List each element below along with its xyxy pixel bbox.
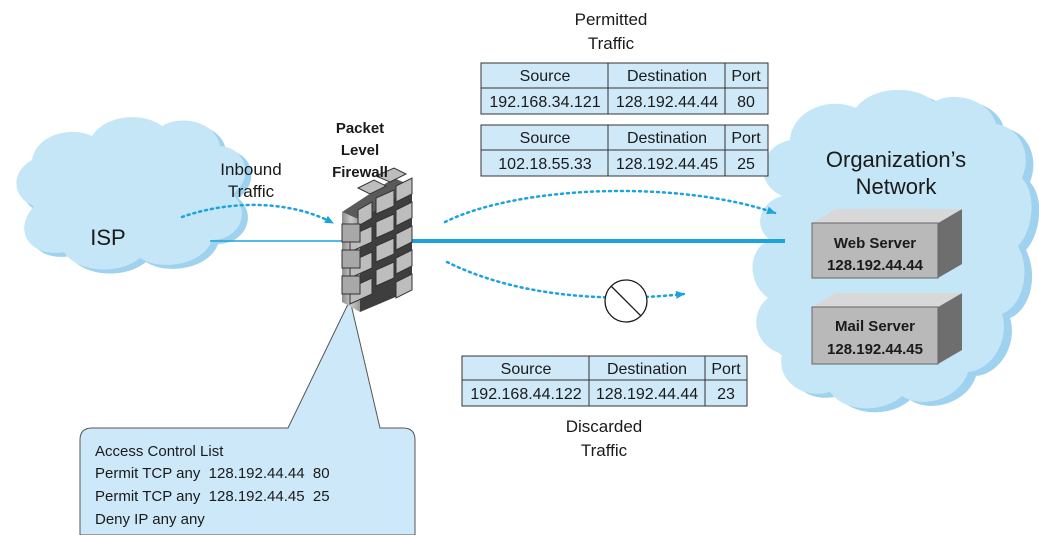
firewall-label-line3: Firewall bbox=[332, 164, 388, 181]
permitted-traffic-label-line2: Traffic bbox=[588, 34, 635, 53]
firewall-wall bbox=[341, 167, 413, 312]
table-cell-source: 192.168.44.122 bbox=[470, 386, 581, 403]
table-cell-port: 23 bbox=[717, 386, 735, 403]
inbound-traffic-label-line1: Inbound bbox=[220, 160, 281, 179]
web-server-ip: 128.192.44.44 bbox=[827, 257, 924, 274]
acl-rule-1: Permit TCP any 128.192.44.44 80 bbox=[95, 465, 330, 482]
discarded-traffic-label-line2: Traffic bbox=[581, 441, 628, 460]
permitted-traffic-arrow bbox=[443, 189, 777, 224]
table-cell-destination: 128.192.44.44 bbox=[596, 386, 698, 403]
mail-server: Mail Server 128.192.44.45 bbox=[811, 293, 962, 365]
table-cell-source: 192.168.34.121 bbox=[489, 94, 600, 111]
firewall-label-line1: Packet bbox=[336, 120, 384, 137]
mail-server-name: Mail Server bbox=[835, 318, 915, 335]
table-header-destination: Destination bbox=[627, 68, 707, 85]
acl-title: Access Control List bbox=[95, 443, 224, 460]
permitted-table-2: Source Destination Port 102.18.55.33 128… bbox=[480, 124, 769, 177]
inbound-traffic-arrow bbox=[180, 203, 335, 225]
permitted-traffic-label-line1: Permitted bbox=[575, 10, 648, 29]
discarded-traffic-label-line1: Discarded bbox=[566, 417, 643, 436]
discarded-traffic-arrow bbox=[445, 260, 686, 299]
table-header-source: Source bbox=[520, 130, 571, 147]
isp-cloud: ISP bbox=[16, 117, 252, 274]
mail-server-ip: 128.192.44.45 bbox=[827, 341, 923, 358]
table-header-destination: Destination bbox=[607, 361, 687, 378]
table-header-source: Source bbox=[501, 361, 552, 378]
discarded-table: Source Destination Port 192.168.44.122 1… bbox=[461, 355, 748, 407]
acl-callout: Access Control List Permit TCP any 128.1… bbox=[79, 298, 416, 535]
table-cell-source: 102.18.55.33 bbox=[498, 156, 592, 173]
table-header-source: Source bbox=[520, 68, 571, 85]
inbound-traffic-label-line2: Traffic bbox=[228, 182, 275, 201]
table-cell-port: 25 bbox=[737, 156, 755, 173]
isp-label: ISP bbox=[90, 225, 125, 250]
table-cell-destination: 128.192.44.45 bbox=[616, 156, 718, 173]
table-cell-destination: 128.192.44.44 bbox=[616, 94, 718, 111]
table-header-destination: Destination bbox=[627, 130, 707, 147]
web-server: Web Server 128.192.44.44 bbox=[811, 209, 962, 279]
table-header-port: Port bbox=[731, 68, 761, 85]
blocked-icon bbox=[604, 279, 648, 323]
acl-rule-2: Permit TCP any 128.192.44.45 25 bbox=[95, 488, 330, 505]
acl-rule-3: Deny IP any any bbox=[95, 511, 205, 528]
firewall-label-line2: Level bbox=[341, 142, 379, 159]
table-cell-port: 80 bbox=[737, 94, 755, 111]
web-server-name: Web Server bbox=[834, 235, 916, 252]
table-header-port: Port bbox=[731, 130, 761, 147]
permitted-table-1: Source Destination Port 192.168.34.121 1… bbox=[480, 62, 769, 115]
organization-network-label-line2: Network bbox=[856, 174, 938, 199]
table-header-port: Port bbox=[711, 361, 741, 378]
organization-network-label-line1: Organization’s bbox=[826, 147, 966, 172]
